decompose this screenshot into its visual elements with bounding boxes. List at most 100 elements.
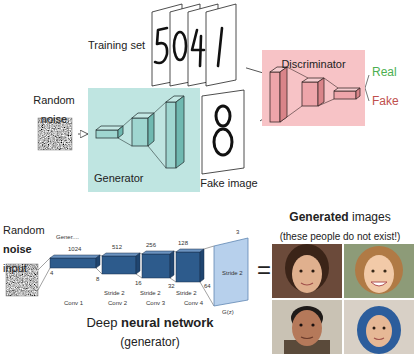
output-label: Real <box>372 66 397 80</box>
node-text: Random noise <box>33 94 75 125</box>
layer-annotation: Stride 2 <box>176 290 197 297</box>
connector <box>78 134 88 135</box>
network-figure-part-part <box>136 253 140 274</box>
layer-annotation: Stride 2 <box>104 290 125 297</box>
text-line: (generator) <box>120 331 179 350</box>
network-figure-part-part <box>176 249 204 252</box>
equals-sign: = <box>257 256 271 284</box>
training-cards <box>152 4 236 86</box>
generator-layers-part-part <box>154 102 166 113</box>
layer-annotation: Conv 1 <box>64 300 83 307</box>
discriminator-layers-part-part <box>356 88 360 99</box>
generator-layers-part-part <box>118 126 123 138</box>
layer-annotation: 32 <box>168 283 175 290</box>
generated-faces-part <box>344 300 414 354</box>
discriminator-layers-part-part <box>318 78 324 106</box>
layer-annotation: Stride 2 <box>222 270 243 277</box>
layer-annotation: Gener.... <box>56 234 79 241</box>
node-text: Discriminator <box>281 58 345 70</box>
generated-faces-part <box>301 283 313 285</box>
generated-faces-part <box>311 323 314 326</box>
training-set-stack: Training set <box>86 2 246 86</box>
node-text: neural network <box>121 315 213 330</box>
layer-annotation: 256 <box>146 242 156 249</box>
layer-annotation: 128 <box>178 240 188 247</box>
handwritten-digits <box>155 28 222 66</box>
text-line: Random noise <box>31 89 77 127</box>
generated-faces-part <box>355 246 403 294</box>
network-figure-part-part <box>38 258 50 270</box>
generated-faces-part <box>292 255 322 293</box>
node-text: noise <box>3 243 32 255</box>
layer-annotation: 64 <box>204 283 211 290</box>
generator-layers-part-part <box>132 118 148 146</box>
fake-image-card-part <box>214 106 232 155</box>
layer-annotation: 8 <box>96 276 99 283</box>
network-figure-part-part <box>96 255 100 268</box>
fake-image-card-part <box>202 90 244 174</box>
generated-faces-part <box>272 300 342 354</box>
fake-image-card-part-part <box>214 129 232 155</box>
node-text: (these people do not exist!) <box>280 231 401 242</box>
generated-faces-part <box>364 255 394 293</box>
generated-faces-part <box>366 315 392 347</box>
generated-faces-part <box>272 244 342 298</box>
network-figure <box>38 238 248 306</box>
generator-box: Generator <box>88 88 200 192</box>
network-figure-part-part <box>136 274 142 278</box>
fake-image-card-part-part <box>216 106 230 126</box>
discriminator-layers-part-part <box>270 72 280 122</box>
node-text: (generator) <box>120 335 179 349</box>
node-text: Fake image <box>200 177 257 189</box>
network-figure-part-part <box>176 252 200 282</box>
network-figure-part-part <box>174 251 176 252</box>
network-figure-part <box>214 238 248 306</box>
node-text: Generator <box>94 172 144 184</box>
discriminator-layers-part <box>270 67 360 122</box>
layer-annotation: Conv 2 <box>108 300 127 307</box>
handwritten-digits-part <box>155 28 167 63</box>
output-leaders-part <box>365 75 369 88</box>
network-figure-part-part <box>100 255 102 256</box>
network-figure-part-part <box>142 254 170 278</box>
generator-layers-part <box>96 96 184 168</box>
generator-layers-part-part <box>148 146 166 168</box>
network-figure-part-part <box>96 268 102 274</box>
generated-faces-part <box>383 269 386 272</box>
fake-image: Fake image <box>198 88 260 192</box>
node-text: Deep <box>86 315 117 330</box>
generated-faces-part <box>301 337 313 339</box>
handwritten-digits-part <box>218 28 222 66</box>
generated-faces-part <box>311 269 314 272</box>
generated-faces <box>272 244 414 354</box>
generated-faces-part <box>285 244 329 292</box>
noise-input: Randomnoiseinput <box>2 218 48 279</box>
generated-faces-part <box>344 244 414 298</box>
text-line: Generator <box>94 167 144 186</box>
text-line: Deep neural network <box>86 312 213 331</box>
network-figure-part-part <box>140 253 142 254</box>
network-figure-part-part <box>102 256 136 274</box>
layer-annotation: 4 <box>50 270 53 277</box>
generator-layers-part-part <box>148 113 154 146</box>
discriminator-layers-part-part <box>302 82 318 106</box>
network-figure-part-part <box>200 249 204 282</box>
network-figure-part-part <box>204 246 214 249</box>
handwritten-digits-part <box>192 30 204 66</box>
node-text: Random <box>3 224 45 236</box>
training-cards-part <box>206 4 236 86</box>
output-leaders <box>365 75 369 101</box>
node-text: Generated <box>289 210 348 224</box>
node-text: images <box>352 210 391 224</box>
network-figure-part-part <box>170 278 176 282</box>
node-text: Training set <box>88 39 145 51</box>
text-line: Generated images <box>289 206 390 225</box>
layer-annotation: 3 <box>236 229 239 236</box>
layer-annotation: G(z) <box>222 309 234 316</box>
layer-annotation: 1024 <box>68 246 81 253</box>
generated-faces-part <box>373 327 376 330</box>
generated-faces-part <box>299 269 302 272</box>
layer-annotation: Conv 3 <box>146 300 165 307</box>
